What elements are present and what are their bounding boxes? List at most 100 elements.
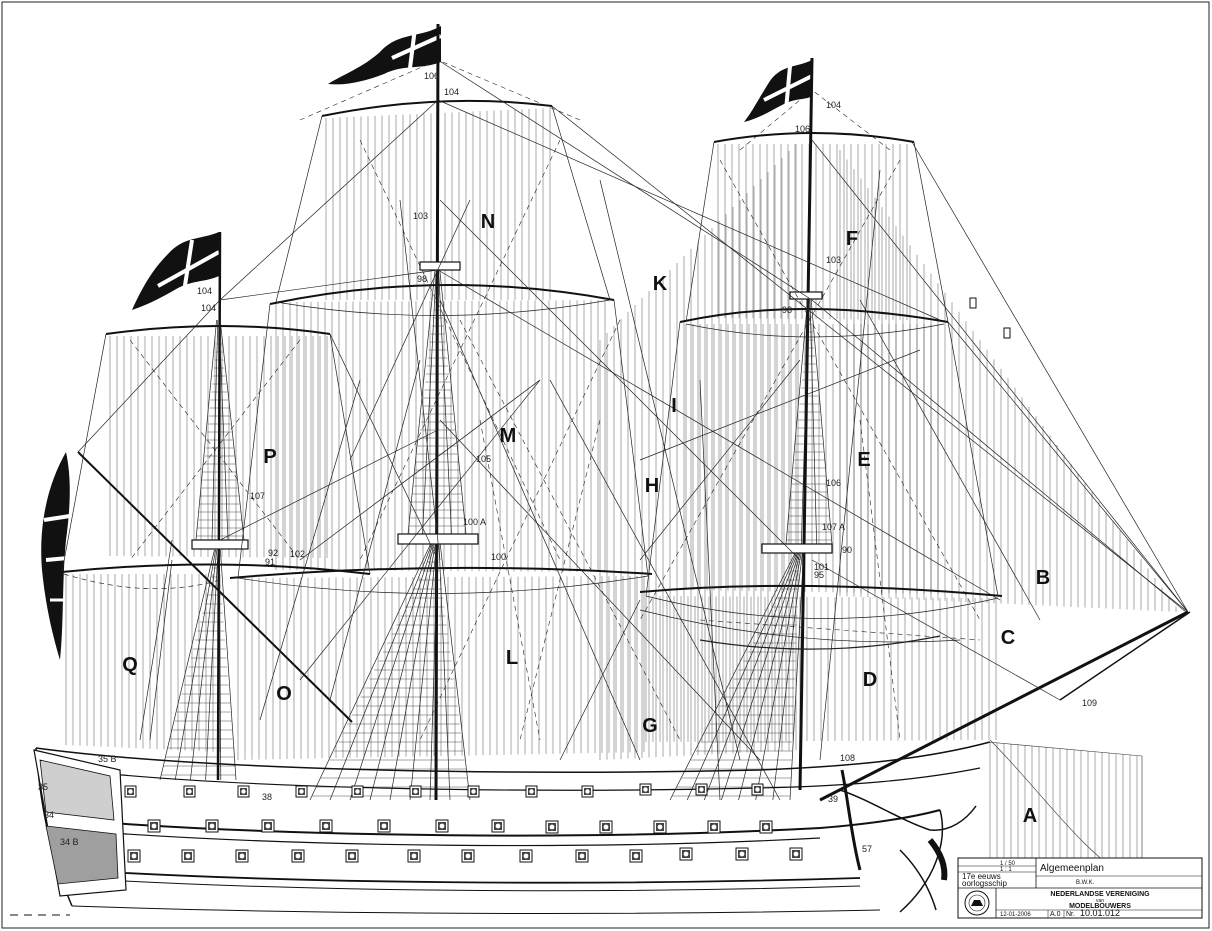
masts	[77, 23, 1191, 802]
part-number: 100 A	[463, 517, 486, 527]
part-number: 104	[197, 286, 212, 296]
gun-port	[525, 785, 538, 798]
gun-port	[679, 847, 693, 861]
part-number: 35	[38, 782, 48, 792]
main-mast-flag-icon	[328, 26, 442, 85]
gun-port	[789, 847, 803, 861]
association-logo-icon	[964, 890, 990, 916]
tb-paper-size: A.0	[1050, 911, 1061, 918]
tb-association-2: van	[1096, 898, 1104, 904]
gun-port	[639, 783, 652, 796]
part-number: 98	[782, 305, 792, 315]
part-number: 35 B	[98, 754, 117, 764]
mizzen-crossjack-yard	[61, 563, 371, 575]
fore-topgallant-yard	[713, 132, 915, 143]
part-number: 106	[826, 478, 841, 488]
tops	[191, 261, 833, 554]
fore-mast	[798, 57, 814, 791]
tb-drawn-by: B.W.K.	[1076, 880, 1095, 886]
bowsprit	[819, 610, 1189, 802]
gun-port	[237, 785, 250, 798]
gun-port	[461, 849, 475, 863]
part-number: 102	[290, 549, 305, 559]
stern-gallery	[33, 749, 127, 897]
hull-sheer-line	[35, 741, 991, 773]
part-number: 109	[1082, 698, 1097, 708]
tb-date: 12-01-2006	[1000, 912, 1031, 918]
gun-port	[435, 819, 449, 833]
part-number: 104	[444, 87, 459, 97]
part-number: 34 B	[60, 837, 79, 847]
gun-port	[235, 849, 249, 863]
gun-port	[695, 783, 708, 796]
sail-letter-h: H	[645, 475, 659, 497]
sail-letter-n: N	[481, 211, 495, 233]
sail-letter-f: F	[846, 228, 858, 250]
stern-ensign-icon	[41, 452, 71, 660]
yards	[61, 99, 1003, 597]
gun-port	[407, 849, 421, 863]
part-number: 107	[250, 491, 265, 501]
gun-port	[707, 820, 721, 834]
sail-letter-m: M	[500, 425, 517, 447]
gun-port	[345, 849, 359, 863]
mizzen-lateen-yard	[77, 451, 353, 723]
tb-drawing-name: Algemeenplan	[1040, 863, 1104, 874]
part-number: 107 A	[822, 522, 845, 532]
gun-port	[183, 785, 196, 798]
gun-port	[377, 819, 391, 833]
part-number: 95	[814, 570, 824, 580]
main-course-yard	[229, 566, 653, 579]
title-block: 1 / 50 1 : 1 17e eeuws oorlogsschip Alge…	[957, 857, 1203, 919]
mizzen-mast	[216, 231, 222, 781]
bow-outline	[899, 809, 944, 913]
sail-letter-q: Q	[122, 654, 138, 676]
part-number: 103	[826, 255, 841, 265]
tb-drawing-number: 10.01.012	[1080, 908, 1120, 918]
hull-wale-3	[71, 869, 861, 884]
gun-port	[124, 785, 137, 798]
sail-letter-a: A	[1023, 805, 1037, 827]
gun-port	[599, 820, 613, 834]
part-number: 106	[424, 71, 439, 81]
part-number: 103	[413, 211, 428, 221]
hull-wale-lower	[69, 829, 821, 847]
tb-sheet: 1 : 1	[1000, 867, 1012, 873]
fore-course-yard	[639, 584, 1003, 597]
sail-letter-k: K	[653, 273, 668, 295]
part-number: 39	[828, 794, 838, 804]
gun-port	[491, 819, 505, 833]
block-icon	[969, 297, 1011, 339]
gun-port	[205, 819, 219, 833]
tb-scale: 1 / 50	[1000, 861, 1016, 867]
sail-letter-p: P	[263, 446, 276, 468]
main-topgallant-yard	[321, 99, 553, 117]
gun-port	[759, 820, 773, 834]
gun-port	[319, 819, 333, 833]
fore-topsail-yard	[679, 308, 949, 323]
gun-port	[147, 819, 161, 833]
sail-letter-l: L	[506, 647, 518, 669]
gun-port	[181, 849, 195, 863]
gun-port	[127, 849, 141, 863]
part-numbers: 1061041041061039810398104104105106107100…	[38, 71, 1097, 854]
part-number: 101	[814, 562, 829, 572]
tb-subject-1: 17e eeuws	[962, 872, 1001, 881]
part-number: 34	[44, 810, 54, 820]
gun-port	[467, 785, 480, 798]
gun-port	[261, 819, 275, 833]
gun-port	[295, 785, 308, 798]
sail-letter-g: G	[642, 715, 658, 737]
part-number: 108	[840, 753, 855, 763]
gun-port	[581, 785, 594, 798]
sail-letter-c: C	[1001, 627, 1015, 649]
sail-letter-b: B	[1036, 567, 1050, 589]
gun-port	[545, 820, 559, 834]
part-number: 104	[201, 303, 216, 313]
hull-bottom-line	[71, 905, 881, 914]
part-number: 57	[862, 844, 872, 854]
rigging	[61, 59, 1189, 801]
gun-port	[351, 785, 364, 798]
